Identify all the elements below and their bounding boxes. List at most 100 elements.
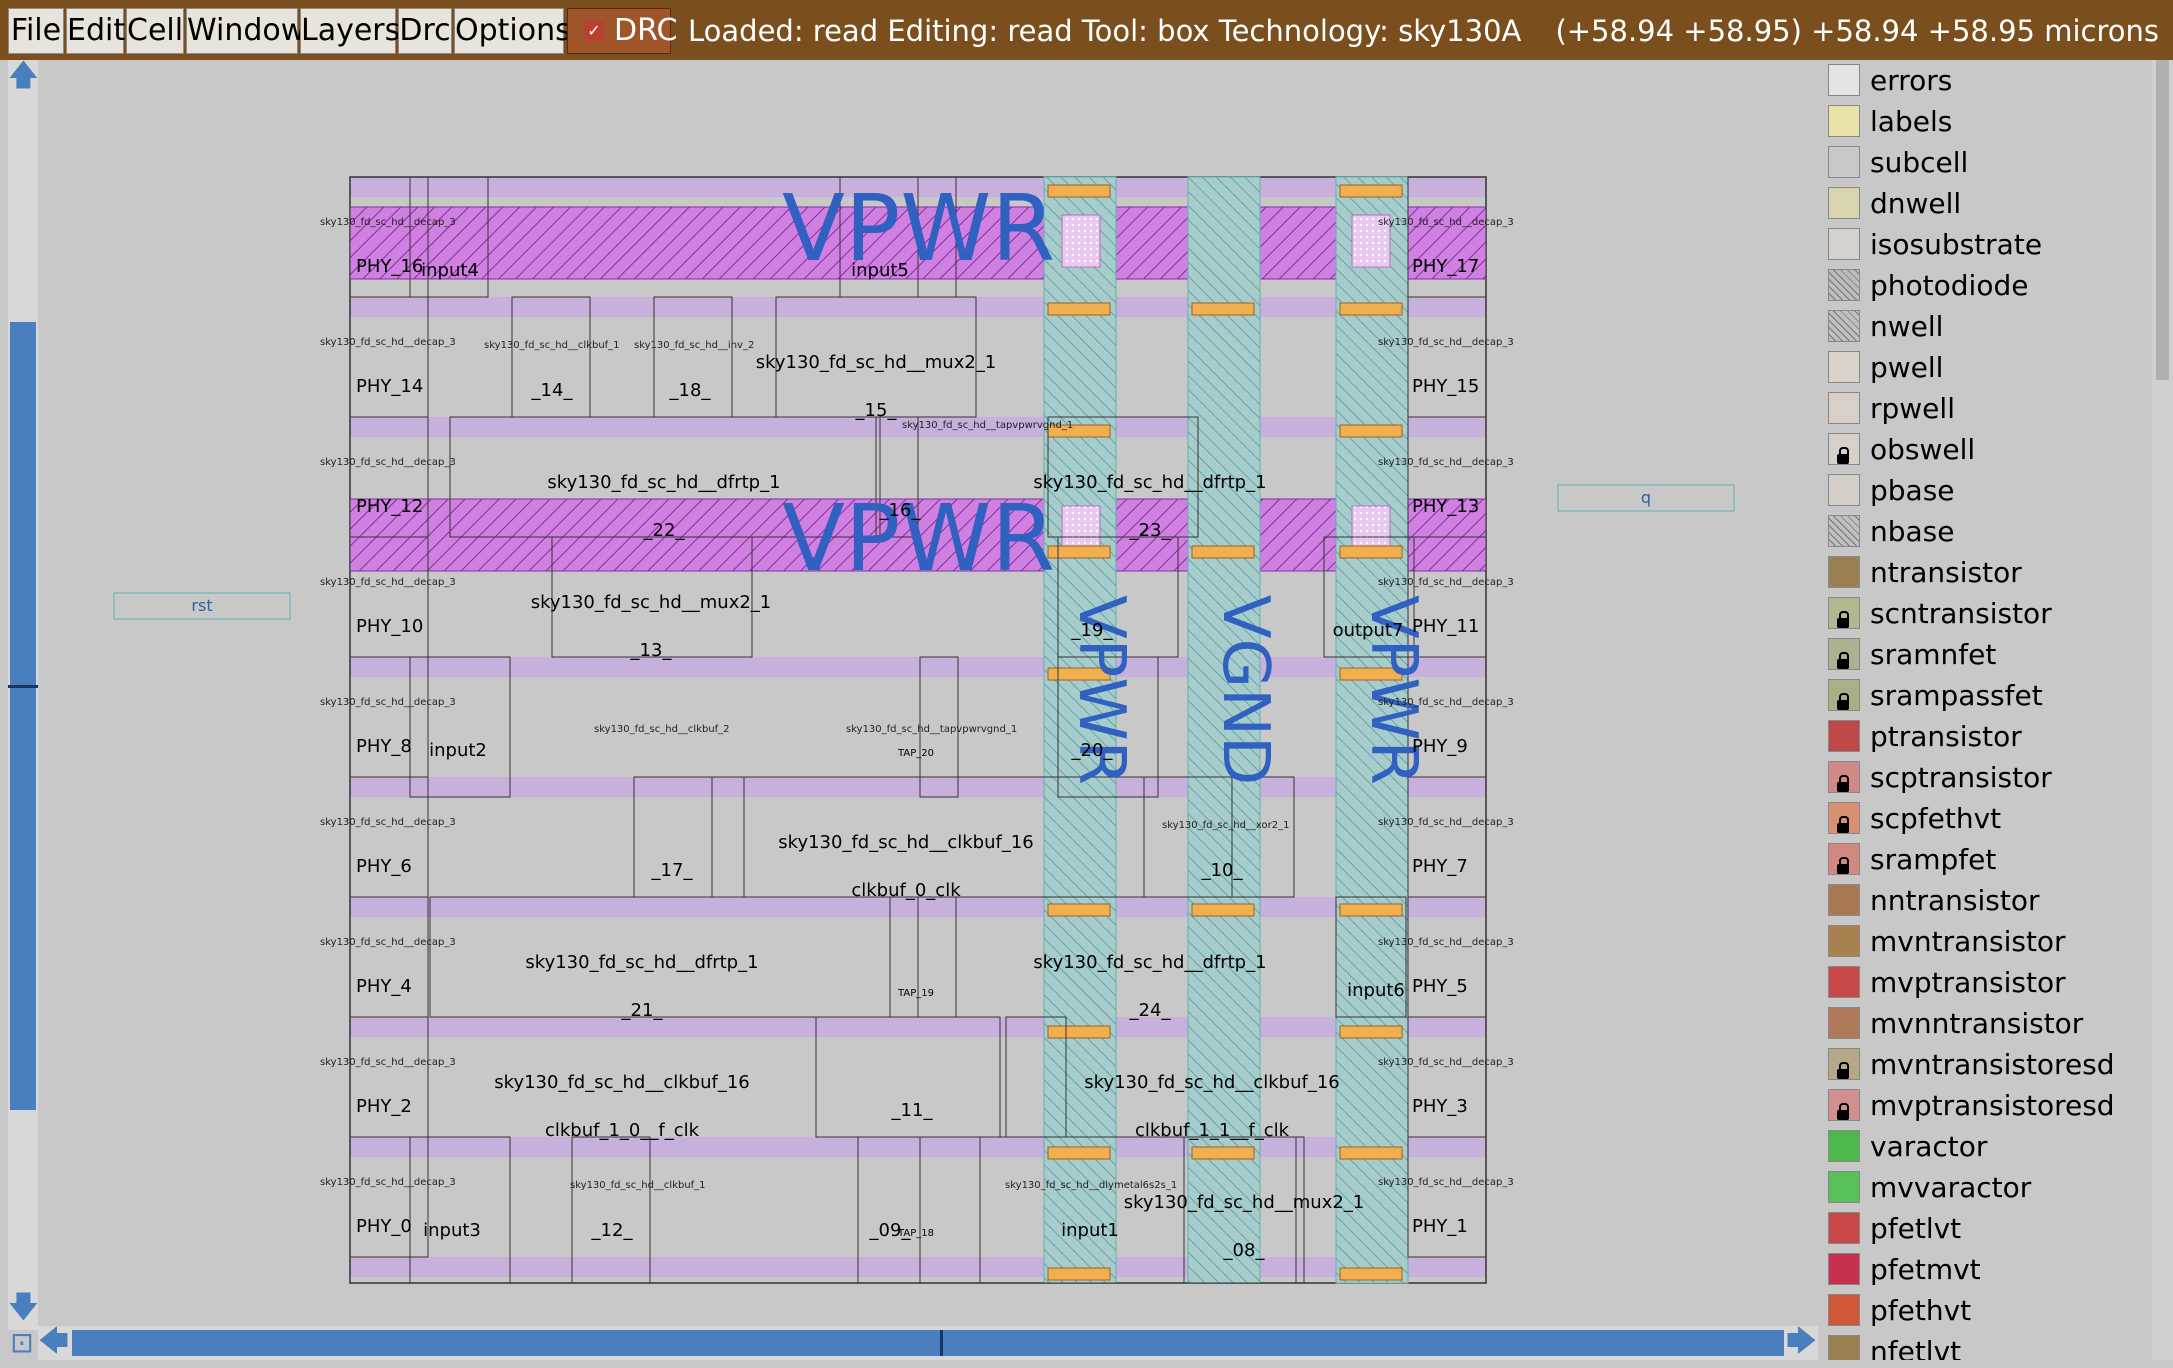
legend-item-label: srampassfet — [1870, 679, 2043, 712]
layer-swatch-icon — [1828, 1212, 1860, 1244]
layer-swatch-icon — [1828, 146, 1860, 178]
via-strip — [1047, 545, 1111, 559]
zoom-box-icon[interactable]: ⊡ — [10, 1326, 34, 1359]
legend-item-label: rpwell — [1870, 392, 1955, 425]
phy-label: PHY_3 — [1412, 1096, 1468, 1117]
instance-label: _14_ — [531, 380, 574, 401]
scroll-left-icon[interactable]: 🡄 — [38, 1324, 69, 1359]
cell-instance-label: _08_ — [1223, 1240, 1266, 1261]
cell-type-label: sky130_fd_sc_hd__decap_3 — [1378, 457, 1514, 468]
layer-swatch-icon — [1828, 556, 1860, 588]
layer-swatch-icon — [1828, 105, 1860, 137]
horizontal-scroll-marker — [940, 1330, 943, 1356]
cell-name-label: sky130_fd_sc_hd__clkbuf_16 — [494, 1072, 749, 1093]
legend-scrollbar[interactable] — [2152, 60, 2173, 1360]
layer-swatch-icon — [1828, 1089, 1860, 1121]
scroll-right-icon[interactable]: 🡆 — [1786, 1324, 1817, 1359]
cell-instance — [429, 896, 891, 1018]
menu-file[interactable]: File — [8, 8, 64, 54]
legend-item-label: photodiode — [1870, 269, 2029, 302]
drc-label: DRC — [614, 13, 678, 48]
cell-instance-label: _13_ — [630, 640, 673, 661]
legend-item-label: scntransistor — [1870, 597, 2052, 630]
layer-swatch-icon — [1828, 1048, 1860, 1080]
pin-label: q — [1641, 488, 1651, 507]
via-strip — [1339, 1146, 1403, 1160]
phy-label: PHY_2 — [356, 1096, 412, 1117]
cell-instance-label: clkbuf_1_1__f_clk — [1135, 1120, 1290, 1141]
scroll-up-icon[interactable]: 🡅 — [8, 58, 39, 93]
via-strip — [1339, 1267, 1403, 1281]
legend-item-label: nntransistor — [1870, 884, 2040, 917]
drc-toggle[interactable]: ✓ DRC — [567, 8, 677, 54]
layer-swatch-icon — [1828, 1294, 1860, 1326]
layer-swatch-icon — [1828, 1171, 1860, 1203]
power-strap — [1043, 176, 1117, 1284]
phy-label: PHY_12 — [356, 496, 423, 517]
lock-icon — [1837, 857, 1849, 874]
layer-swatch-icon — [1828, 64, 1860, 96]
instance-label: input6 — [1347, 980, 1405, 1001]
legend-item-label: nfetlvt — [1870, 1335, 1962, 1360]
layer-swatch-icon — [1828, 433, 1860, 465]
status-text: Loaded: read Editing: read Tool: box Tec… — [688, 14, 1522, 48]
via-strip — [1339, 424, 1403, 438]
via-strip — [1339, 1025, 1403, 1039]
cell-type-label: sky130_fd_sc_hd__decap_3 — [1378, 577, 1514, 588]
cell-type-label: sky130_fd_sc_hd__decap_3 — [320, 457, 456, 468]
menu-layers[interactable]: Layers — [300, 8, 400, 54]
via-strip — [1339, 545, 1403, 559]
legend-item-label: errors — [1870, 64, 1953, 97]
phy-label: PHY_4 — [356, 976, 412, 997]
menu-options[interactable]: Options — [454, 8, 571, 54]
scroll-down-icon[interactable]: 🡇 — [8, 1290, 39, 1325]
cell-type-label: sky130_fd_sc_hd__decap_3 — [320, 337, 456, 348]
legend-item-label: pwell — [1870, 351, 1944, 384]
horizontal-scrollbar[interactable]: 🡄 🡆 — [38, 1326, 1818, 1360]
menu-window[interactable]: Window — [186, 8, 305, 54]
cell-name-label: sky130_fd_sc_hd__clkbuf_16 — [778, 832, 1033, 853]
strap-label: VGND — [1208, 595, 1282, 786]
layout-geometry — [113, 176, 1735, 1284]
cell-instance — [409, 656, 511, 798]
layer-swatch-icon — [1828, 720, 1860, 752]
layer-swatch-icon — [1828, 228, 1860, 260]
legend-item-label: mvntransistor — [1870, 925, 2066, 958]
instance-label: _11_ — [891, 1100, 934, 1121]
cell-name-label: sky130_fd_sc_hd__dfrtp_1 — [1033, 952, 1266, 973]
instance-label: _17_ — [651, 860, 694, 881]
lock-icon — [1837, 611, 1849, 628]
via-array — [1351, 214, 1391, 268]
legend-item-label: ntransistor — [1870, 556, 2022, 589]
cell-name-label: sky130_fd_sc_hd__clkbuf_16 — [1084, 1072, 1339, 1093]
menu-cell[interactable]: Cell — [126, 8, 184, 54]
via-array — [1061, 214, 1101, 268]
horizontal-scroll-thumb[interactable] — [72, 1330, 1784, 1356]
layer-swatch-icon — [1828, 884, 1860, 916]
cell-type-label: sky130_fd_sc_hd__dlymetal6s2s_1 — [1005, 1180, 1177, 1191]
phy-label: PHY_13 — [1412, 496, 1479, 517]
legend-item-label: nwell — [1870, 310, 1944, 343]
menu-edit[interactable]: Edit — [66, 8, 125, 54]
instance-label: _20_ — [1071, 740, 1114, 761]
cell-type-label: sky130_fd_sc_hd__clkbuf_1 — [484, 340, 620, 351]
cell-name-label: sky130_fd_sc_hd__mux2_1 — [756, 352, 997, 373]
legend-scroll-thumb[interactable] — [2156, 60, 2169, 380]
cell-instance-label: clkbuf_1_0__f_clk — [545, 1120, 700, 1141]
cell-instance — [711, 776, 1233, 898]
cell-type-label: sky130_fd_sc_hd__clkbuf_2 — [594, 724, 730, 735]
vertical-scrollbar[interactable]: 🡅 🡇 — [8, 58, 39, 1330]
via-strip — [1047, 1025, 1111, 1039]
cell-instance — [875, 416, 919, 538]
menu-drc[interactable]: Drc — [398, 8, 452, 54]
vertical-scroll-thumb[interactable] — [10, 322, 36, 1110]
power-strap — [1187, 176, 1261, 1284]
cell-type-label: sky130_fd_sc_hd__decap_3 — [1378, 217, 1514, 228]
strap-label: VPWR — [1356, 595, 1430, 785]
cell-instance — [1143, 776, 1295, 898]
via-strip — [1191, 1146, 1255, 1160]
layer-swatch-icon — [1828, 474, 1860, 506]
via-strip — [1047, 1267, 1111, 1281]
